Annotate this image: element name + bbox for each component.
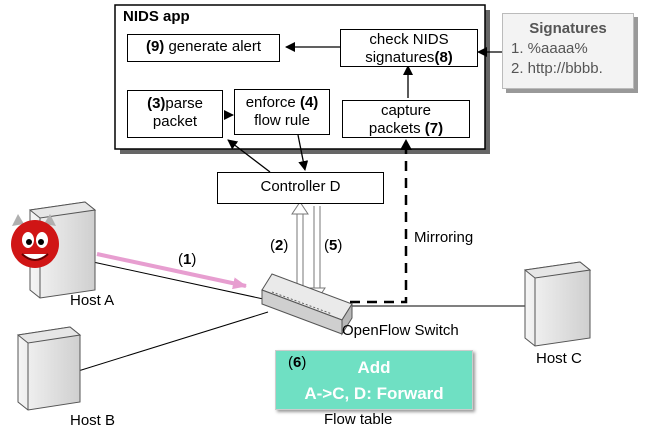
host-b-server-icon bbox=[16, 326, 82, 411]
check-signatures-line1: check NIDS bbox=[369, 31, 449, 48]
step-6-number: 6 bbox=[293, 354, 302, 371]
step-1-number: 1 bbox=[183, 251, 192, 268]
capture-packets-line1: capture bbox=[380, 102, 432, 119]
host-c-label: Host C bbox=[536, 350, 582, 367]
flow-table-box: (6) Add A->C, D: Forward bbox=[275, 350, 473, 410]
host-c-server-icon bbox=[523, 261, 592, 347]
parse-packet-box: (3)parse packet bbox=[127, 90, 223, 138]
mirroring-label: Mirroring bbox=[414, 229, 474, 246]
step-1-label: (1) bbox=[178, 251, 197, 268]
enforce-rule-box: enforce (4) flow rule bbox=[234, 89, 330, 135]
arrow-step-1 bbox=[96, 252, 247, 290]
check-signatures-line2: signatures bbox=[365, 49, 435, 66]
signature-item-1: 1. %aaaa% bbox=[511, 40, 588, 57]
step-8-number: 8 bbox=[439, 49, 448, 66]
generate-alert-box: (9) generate alert bbox=[127, 34, 280, 62]
signatures-box: Signatures 1. %aaaa% 2. http://bbbb. bbox=[502, 13, 634, 89]
flow-table-line2: A->C, D: Forward bbox=[304, 384, 444, 403]
capture-packets-line2: packets bbox=[368, 120, 421, 137]
generate-alert-label: generate alert bbox=[168, 38, 262, 55]
check-signatures-box: check NIDS signatures(8) bbox=[340, 29, 478, 67]
flow-table-caption: Flow table bbox=[324, 411, 393, 428]
step-7-number: 7 bbox=[429, 120, 439, 137]
controller-box: Controller D bbox=[217, 172, 384, 204]
link-host-a-switch bbox=[92, 261, 269, 301]
step-4-number: 4 bbox=[304, 94, 314, 111]
arrow-enforce-to-controller bbox=[297, 134, 309, 171]
step-2-label: (2) bbox=[270, 237, 289, 254]
step-3-number: 3 bbox=[152, 95, 161, 112]
enforce-rule-line1: enforce bbox=[245, 94, 296, 111]
mirroring-path bbox=[316, 148, 408, 304]
link-host-b-switch bbox=[74, 311, 269, 373]
host-b-label: Host B bbox=[70, 412, 116, 429]
mirroring-arrowhead bbox=[400, 139, 412, 150]
nids-app-title: NIDS app bbox=[123, 8, 190, 25]
step-5-label: (5) bbox=[324, 237, 343, 254]
openflow-switch-label: OpenFlow Switch bbox=[342, 322, 459, 339]
step-2-number: 2 bbox=[275, 237, 284, 254]
arrow-step-5 bbox=[308, 206, 326, 301]
step-5-number: 5 bbox=[329, 237, 338, 254]
flow-table-line1: Add bbox=[357, 358, 391, 377]
devil-attacker-icon bbox=[11, 214, 59, 268]
parse-packet-line2: packet bbox=[152, 113, 198, 130]
capture-packets-box: capture packets (7) bbox=[342, 100, 470, 138]
enforce-rule-line2: flow rule bbox=[254, 112, 310, 129]
parse-packet-line1: parse bbox=[165, 95, 203, 112]
signature-item-2: 2. http://bbbb. bbox=[511, 60, 603, 77]
controller-label: Controller D bbox=[260, 178, 341, 195]
arrow-controller-to-parse bbox=[227, 139, 271, 173]
signatures-title: Signatures bbox=[529, 20, 607, 37]
host-a-label: Host A bbox=[70, 292, 115, 309]
openflow-switch-icon bbox=[261, 273, 353, 336]
step-9-number: 9 bbox=[150, 38, 160, 55]
